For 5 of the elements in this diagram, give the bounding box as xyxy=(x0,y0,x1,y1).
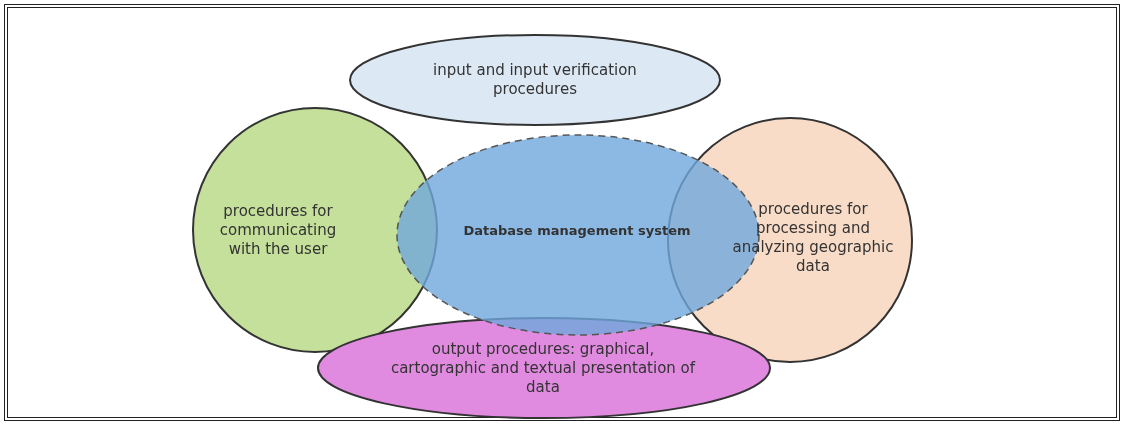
shape-label: input and input verification procedures xyxy=(432,61,638,99)
shape-label: procedures for communicating with the user xyxy=(218,202,338,259)
shape-label: output procedures: graphical, cartographic and textual presentation of data xyxy=(389,339,697,397)
shape-label: Database management system xyxy=(463,221,691,240)
shape-label: procedures for processing and analyzing geographic data xyxy=(731,200,895,276)
